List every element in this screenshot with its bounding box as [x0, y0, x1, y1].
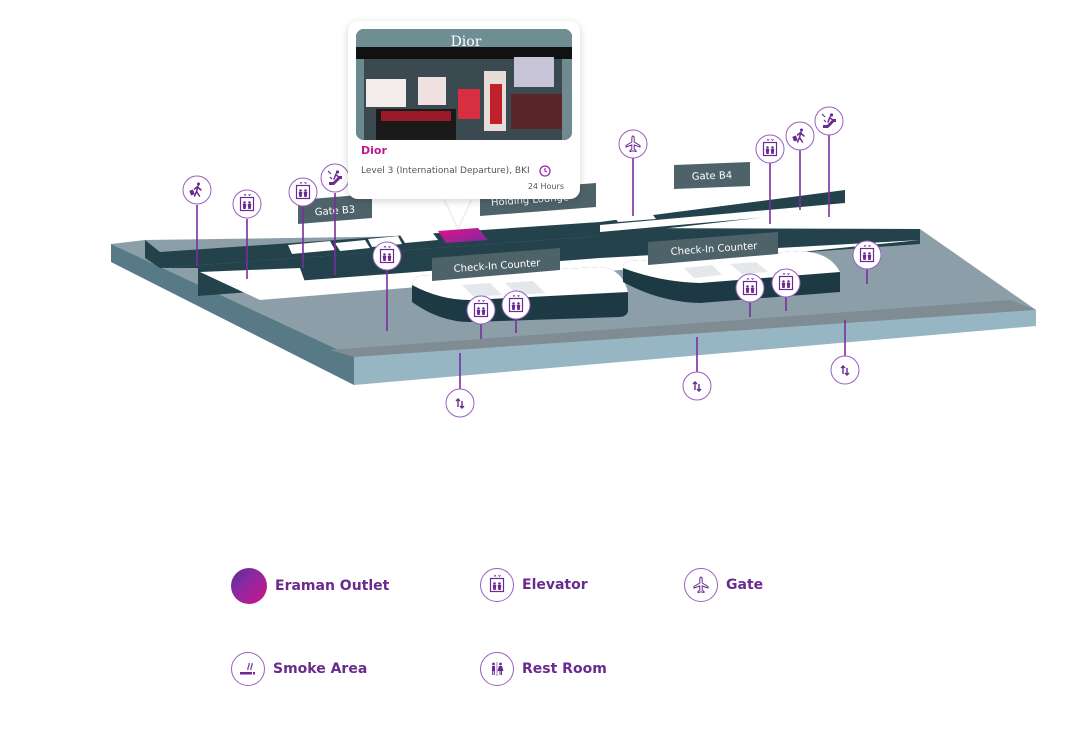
- legend-item-gate: Gate: [684, 568, 763, 602]
- outlet-hours: 24 Hours: [527, 182, 564, 191]
- legend-item-restroom: Rest Room: [480, 652, 607, 686]
- sign-checkin-counter-2: Check-In Counter: [648, 232, 778, 265]
- pin-elevator-7[interactable]: [735, 273, 765, 317]
- restroom-icon: [480, 652, 514, 686]
- svg-text:Gate B4: Gate B4: [692, 170, 733, 182]
- legend-label: Smoke Area: [273, 661, 368, 677]
- legend-label: Rest Room: [522, 661, 607, 677]
- outlet-name: Dior: [361, 144, 387, 157]
- smoke-icon: [231, 652, 265, 686]
- outlet-photo: Dior: [356, 29, 572, 140]
- legend-label: Eraman Outlet: [275, 578, 390, 594]
- pin-level-change-1[interactable]: [445, 353, 475, 418]
- pin-elevator-3[interactable]: [372, 241, 402, 331]
- legend-item-outlet: Eraman Outlet: [231, 568, 389, 604]
- elevator-icon: [480, 568, 514, 602]
- pin-level-change-3[interactable]: [830, 320, 860, 385]
- pin-elevator-4[interactable]: [755, 134, 785, 224]
- clock-icon: [539, 165, 551, 177]
- pin-elevator-8[interactable]: [771, 268, 801, 311]
- pin-elevator-5[interactable]: [466, 295, 496, 339]
- pin-elevator-9[interactable]: [852, 240, 882, 284]
- legend-item-smoke: Smoke Area: [231, 652, 367, 686]
- pin-gate-1[interactable]: [618, 129, 648, 216]
- pin-departure-1[interactable]: [182, 175, 212, 266]
- popup-pointer: [444, 197, 472, 227]
- svg-text:Dior: Dior: [451, 34, 482, 50]
- pin-escalator-2[interactable]: [814, 106, 844, 217]
- sign-checkin-counter-1: Check-In Counter: [432, 248, 560, 281]
- pin-elevator-1[interactable]: [232, 189, 262, 279]
- outlet-popup[interactable]: Dior Dior Level 3 (International Departu…: [348, 21, 580, 199]
- pin-departure-2[interactable]: [785, 121, 815, 210]
- legend-label: Gate: [726, 577, 764, 593]
- legend-item-elevator: Elevator: [480, 568, 588, 602]
- pin-level-change-2[interactable]: [682, 337, 712, 401]
- sign-gate-b4: Gate B4: [674, 162, 750, 189]
- legend-label: Elevator: [522, 577, 588, 593]
- dior-outlet-highlight[interactable]: [438, 228, 488, 243]
- outlet-location: Level 3 (International Departure), BKI: [361, 166, 530, 176]
- plane-icon: [684, 568, 718, 602]
- pin-elevator-6[interactable]: [501, 290, 531, 333]
- pin-elevator-2[interactable]: [288, 177, 318, 268]
- outlet-dot-icon: [231, 568, 267, 604]
